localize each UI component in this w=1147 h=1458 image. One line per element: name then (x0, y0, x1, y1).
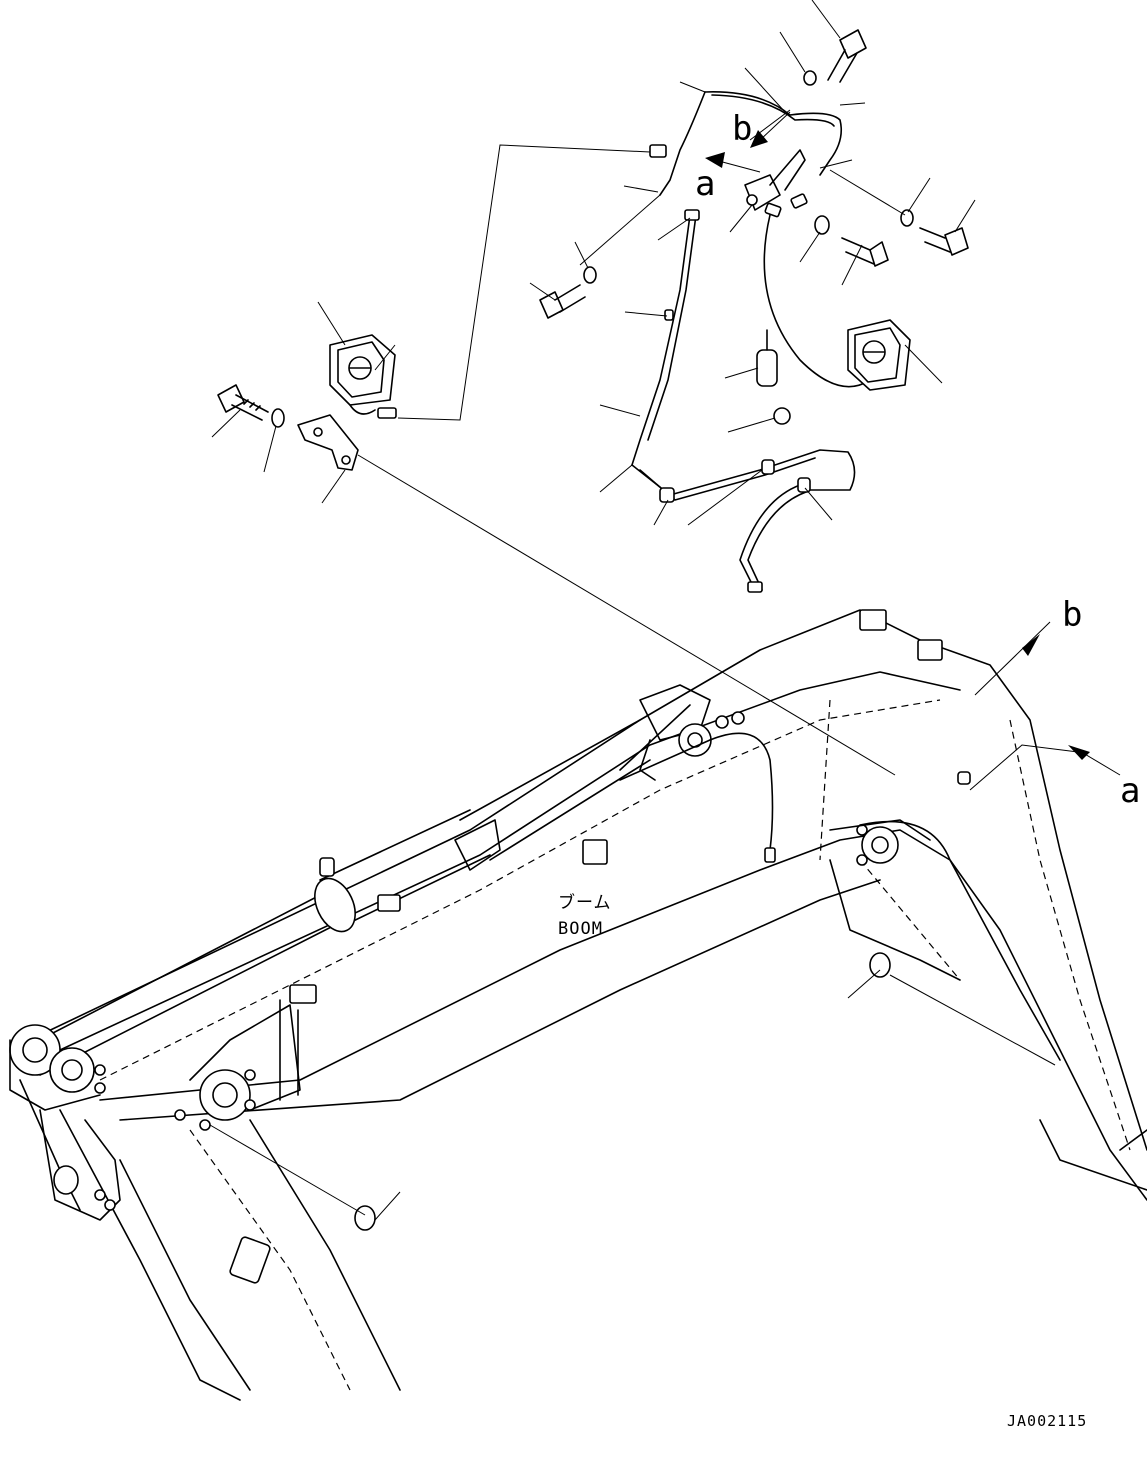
leader-lines (209, 0, 1121, 1221)
view-a-arrow-label: a (1120, 771, 1140, 811)
drawing-code: JA002115 (1007, 1412, 1087, 1430)
boom-label-jp: ブーム (558, 892, 612, 913)
view-a-label: a (695, 164, 715, 204)
view-b-arrow-label: b (1062, 595, 1082, 635)
diagram-labels: a b b a ブーム BOOM JA002115 (558, 109, 1140, 1430)
work-light-assembly (217, 29, 969, 1231)
view-b-label: b (732, 109, 752, 149)
boom-structure (9, 609, 1147, 1401)
boom-label-en: BOOM (558, 919, 603, 939)
